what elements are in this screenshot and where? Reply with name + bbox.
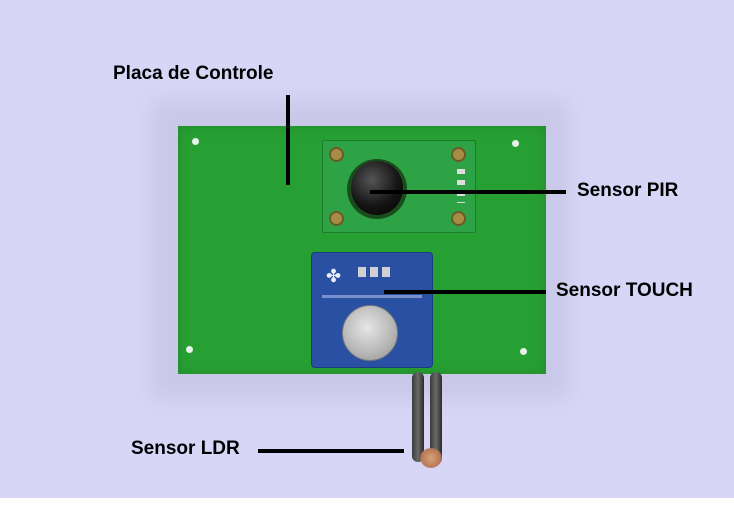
callout-line-ldr bbox=[258, 449, 404, 453]
bottom-strip bbox=[0, 498, 734, 508]
label-touch-sensor: Sensor TOUCH bbox=[556, 280, 693, 301]
touch-logo-icon: ✤ bbox=[326, 266, 342, 286]
pir-pad bbox=[451, 211, 466, 226]
mounting-hole bbox=[186, 346, 193, 353]
touch-silkscreen bbox=[322, 295, 422, 298]
touch-sensor-module: ✤ bbox=[311, 252, 433, 368]
pir-pins bbox=[457, 169, 465, 203]
pir-dome bbox=[351, 161, 403, 215]
mounting-hole bbox=[192, 138, 199, 145]
ldr-cable bbox=[430, 372, 442, 464]
callout-line-pir bbox=[370, 190, 566, 194]
label-pir-sensor: Sensor PIR bbox=[577, 180, 679, 201]
touch-pad bbox=[342, 305, 398, 361]
pir-pad bbox=[329, 211, 344, 226]
mounting-hole bbox=[512, 140, 519, 147]
touch-pins bbox=[358, 267, 392, 277]
label-ldr-sensor: Sensor LDR bbox=[131, 438, 240, 459]
pir-pad bbox=[451, 147, 466, 162]
label-control-board: Placa de Controle bbox=[113, 63, 274, 84]
ldr-sensor-tip bbox=[420, 448, 442, 468]
callout-line-touch bbox=[384, 290, 546, 294]
mounting-hole bbox=[520, 348, 527, 355]
pir-pad bbox=[329, 147, 344, 162]
callout-line-control-board bbox=[286, 95, 290, 185]
ldr-cable bbox=[412, 372, 424, 462]
pir-sensor-module bbox=[322, 140, 476, 233]
